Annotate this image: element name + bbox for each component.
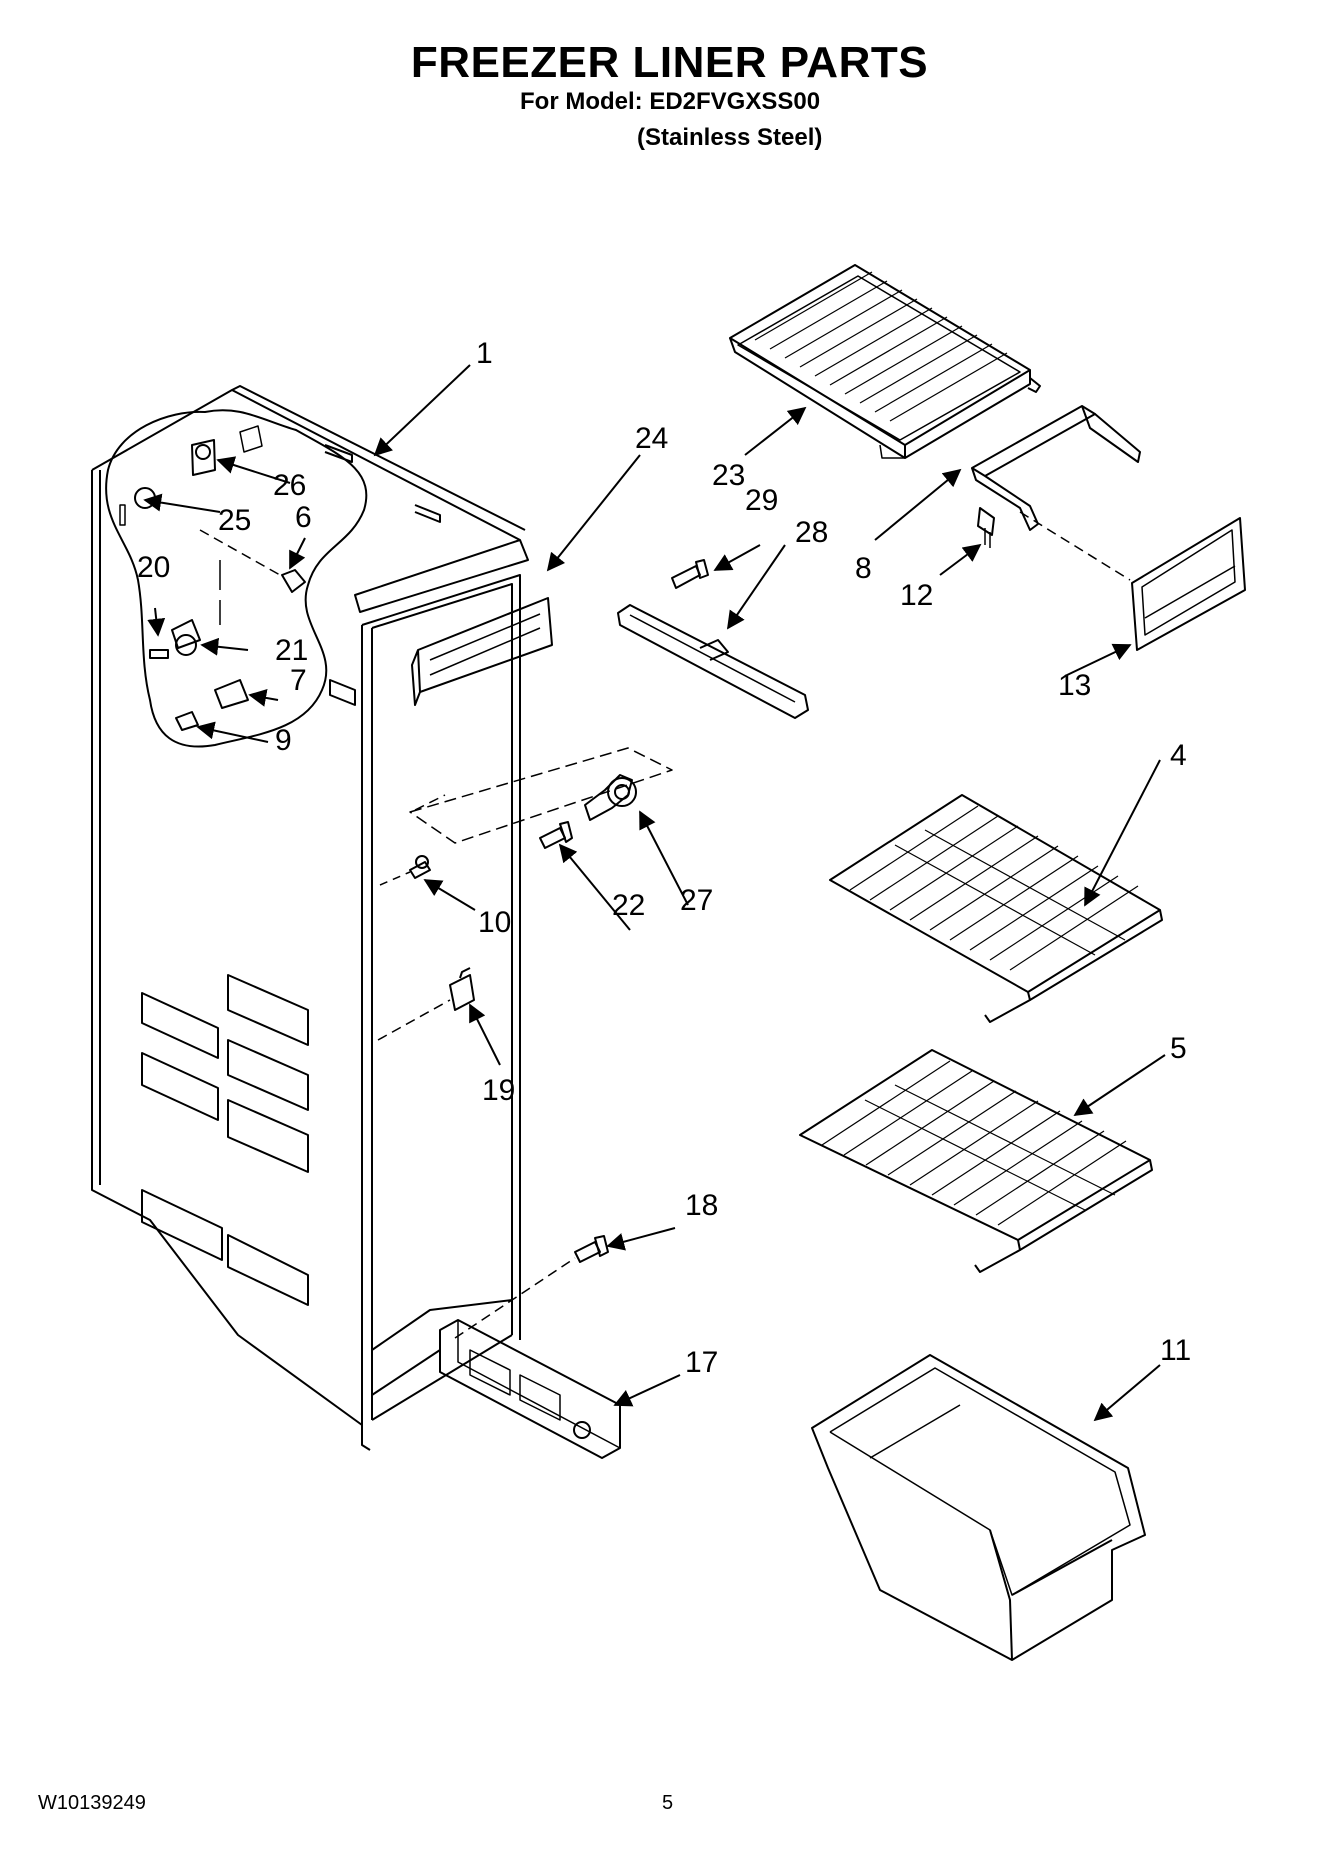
panel-cutout [227,1099,309,1173]
callout-9: 9 [275,724,292,757]
callout-29: 29 [745,484,778,517]
panel-cutout [227,1039,309,1111]
callout-19: 19 [482,1074,515,1107]
screw-10 [409,855,431,879]
callout-13: 13 [1058,669,1091,702]
detail-bubble [105,409,368,748]
callout-28: 28 [795,516,828,549]
callout-24: 24 [635,422,668,455]
model-line: For Model: ED2FVGXSS00 [520,88,821,115]
shelf-bracket [971,405,1141,531]
callout-27: 27 [680,884,713,917]
finish-line: (Stainless Steel) [637,124,823,151]
document-number: W10139249 [38,1792,146,1814]
callout-6: 6 [295,501,312,534]
callout-23: 23 [712,459,745,492]
air-duct [411,597,553,706]
callout-7: 7 [290,664,307,697]
callout-4: 4 [1170,739,1187,772]
wire-shelf-lower [799,1049,1153,1273]
clip-19 [449,967,475,1011]
bubble-components [119,425,306,731]
screw-12 [977,507,995,548]
callout-26: 26 [273,469,306,502]
callout-17: 17 [685,1346,718,1379]
storage-bin [811,1354,1146,1661]
callout-10: 10 [478,906,511,939]
callout-12: 12 [900,579,933,612]
shelf-rail [617,604,809,719]
panel-cutout [227,974,309,1046]
callout-21: 21 [275,634,308,667]
panel-cutout [141,992,219,1059]
callout-18: 18 [685,1189,718,1222]
top-wire-shelf [729,264,1041,459]
screw-22 [539,821,573,849]
screw-29 [671,559,709,589]
callout-22: 22 [612,889,645,922]
panel-cutout [141,1189,223,1261]
callout-1: 1 [476,337,493,370]
leader-lines [143,364,1166,1422]
callout-5: 5 [1170,1032,1187,1065]
callout-8: 8 [855,552,872,585]
freezer-liner [91,385,529,1451]
callout-20: 20 [137,551,170,584]
control-panel [439,1319,621,1459]
page-title: FREEZER LINER PARTS [410,38,929,87]
callout-labels: 1 24 23 29 28 8 12 13 4 5 11 18 17 19 10… [137,337,1191,1379]
callout-11: 11 [1160,1334,1191,1367]
panel-cutout [141,1052,219,1121]
rail-support [584,774,637,821]
callout-25: 25 [218,504,251,537]
panel-cutout [227,1234,309,1306]
screw-18 [574,1235,609,1263]
page-number: 5 [662,1792,674,1814]
wire-shelf-upper [829,794,1163,1023]
shelf-frame [1131,517,1246,651]
